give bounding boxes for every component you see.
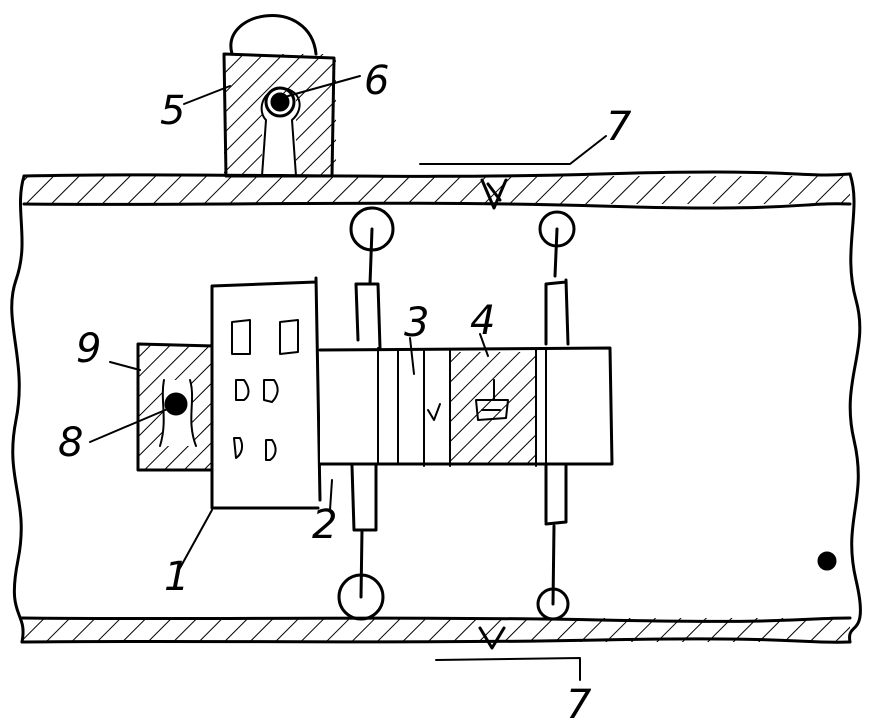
leaders [89, 75, 607, 681]
rollers [337, 206, 576, 621]
top-rail-upper-edge [22, 170, 852, 178]
leader-8 [89, 407, 171, 443]
top-rail-lower-edge [22, 201, 852, 210]
labels: 1 2 3 4 5 6 7 7 8 9 [58, 58, 632, 728]
right-break-line [848, 172, 862, 644]
leader-5 [183, 85, 231, 105]
block-4-insert [475, 399, 509, 421]
block-9 [136, 342, 216, 472]
label-1: 1 [164, 554, 189, 600]
bottom-rail-upper-edge [20, 616, 852, 623]
item-6-ring [264, 86, 296, 118]
item-6-dot [270, 92, 290, 112]
label-7-bottom: 7 [566, 682, 592, 728]
leader-6 [287, 75, 361, 97]
hole-6 [265, 439, 277, 461]
carriage-v-mark [427, 403, 441, 421]
label-9: 9 [76, 326, 101, 372]
rod-top-left [368, 227, 374, 286]
hole-2 [279, 319, 299, 355]
plate-1 [210, 276, 322, 510]
sleeve-top-left [354, 282, 382, 350]
sleeve-top-right [544, 278, 570, 346]
block-4-hatch [450, 352, 536, 464]
top-rail-hatch [24, 176, 850, 204]
rod-top-right [553, 227, 559, 278]
sleeve-bottom-left [350, 464, 378, 532]
rod-bottom-left [359, 528, 364, 599]
frame [10, 170, 862, 650]
hole-4 [263, 379, 279, 403]
left-break-line [10, 174, 26, 644]
label-2: 2 [312, 502, 337, 548]
top-center-mark [480, 178, 508, 210]
rod-bottom-right [551, 524, 556, 606]
hole-1 [231, 319, 251, 355]
leader-1 [179, 509, 213, 569]
right-dot [817, 551, 837, 571]
carriage [318, 346, 614, 467]
block-5 [222, 14, 336, 178]
leader-7-top [419, 135, 607, 165]
leader-7-bottom [435, 657, 581, 681]
block-5-shackle [229, 14, 318, 56]
leader-9 [109, 361, 141, 371]
hole-3 [235, 379, 250, 401]
carriage-outline [318, 346, 614, 466]
bottom-center-mark [478, 626, 506, 650]
label-3: 3 [404, 300, 429, 346]
leader-4 [479, 333, 489, 357]
label-8: 8 [58, 420, 83, 466]
label-7-top: 7 [606, 104, 632, 150]
item-8-dot [164, 392, 188, 416]
hole-5 [233, 437, 244, 459]
label-4: 4 [470, 298, 495, 344]
leader-3 [409, 337, 415, 375]
sleeve-bottom-right [544, 460, 568, 526]
bottom-rail-lower-edge [20, 637, 852, 644]
leader-2 [329, 479, 333, 511]
label-5: 5 [160, 88, 185, 134]
label-6: 6 [364, 58, 389, 104]
block-5-outline [222, 52, 336, 178]
